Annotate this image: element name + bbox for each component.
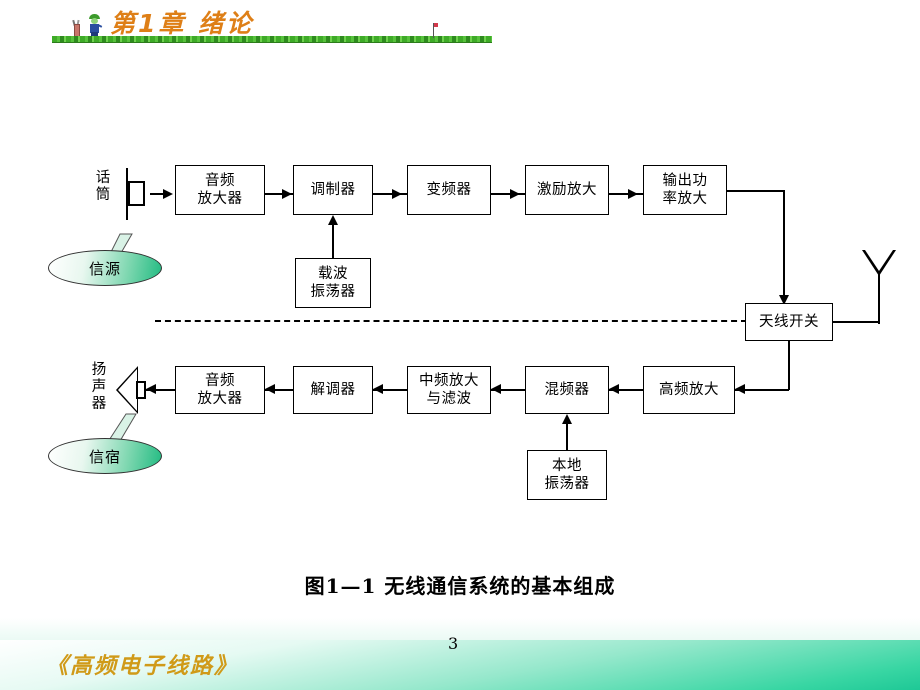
arrowhead-right (163, 189, 173, 199)
callout-signal-source: 信源 (48, 232, 162, 288)
wire-audioamp-to-modulator (265, 193, 295, 195)
slide-header: 第1章 绪论 (0, 0, 920, 55)
antenna-mast (878, 274, 880, 324)
arrowhead-right (628, 189, 638, 199)
arrowhead-right (392, 189, 402, 199)
block-label: 解调器 (310, 382, 356, 398)
flag-pole (433, 23, 434, 38)
wire-localosc-to-mixer (566, 421, 568, 450)
flag-icon (431, 23, 438, 38)
speaker-icon (116, 366, 146, 414)
wire-poweramp-right (727, 190, 785, 192)
arrowhead-left (735, 384, 745, 394)
wire-poweramp-down (783, 190, 785, 298)
block-label: 音频 放大器 (197, 373, 243, 407)
speaker-horn-inner (118, 369, 137, 411)
block-label: 本地 振荡器 (544, 458, 590, 492)
block-label: 激励放大 (537, 182, 597, 198)
callout-source-label: 信源 (88, 259, 121, 278)
block-if-amplifier-filter[interactable]: 中频放大 与滤波 (407, 366, 491, 414)
wire-modulator-to-converter (373, 193, 407, 195)
block-label: 调制器 (310, 182, 356, 198)
callout-sink-label: 信宿 (88, 447, 121, 466)
wire-switch-to-rfamp (735, 389, 789, 391)
wire-mixer-to-ifamp (491, 389, 525, 391)
wire-switch-down (788, 341, 790, 390)
footer-bar (0, 640, 920, 690)
grass-divider (52, 36, 492, 43)
wire-mic-to-audioamp (150, 193, 170, 195)
block-label: 中频放大 与滤波 (419, 373, 479, 407)
tx-rx-divider (155, 320, 747, 322)
wire-ifamp-to-demodulator (373, 389, 407, 391)
block-rf-amplifier[interactable]: 高频放大 (643, 366, 735, 414)
block-label: 混频器 (544, 382, 590, 398)
callout-signal-sink: 信宿 (48, 412, 162, 474)
arrowhead-right (510, 189, 520, 199)
block-local-oscillator[interactable]: 本地 振荡器 (527, 450, 607, 500)
antenna-triangle-inner (865, 250, 893, 271)
wire-rfamp-to-mixer (609, 389, 643, 391)
block-label: 音频 放大器 (197, 173, 243, 207)
wire-driveamp-to-poweramp (609, 193, 643, 195)
page-title: 第1章 绪论 (110, 9, 255, 38)
speaker-plate (136, 381, 146, 399)
block-antenna-switch[interactable]: 天线开关 (745, 303, 833, 341)
arrowhead-left (373, 384, 383, 394)
arrowhead-down (779, 295, 789, 305)
wire-switch-to-antenna (833, 321, 880, 323)
arrowhead-left (265, 384, 275, 394)
page-number: 3 (448, 634, 459, 653)
block-label: 天线开关 (759, 314, 819, 330)
block-audio-amplifier-tx[interactable]: 音频 放大器 (175, 165, 265, 215)
microphone-bar (126, 168, 128, 220)
microphone-icon (126, 168, 150, 220)
golfer-head (91, 18, 98, 24)
arrowhead-left (491, 384, 501, 394)
wire-demodulator-to-audioamp (265, 389, 293, 391)
flag-cloth (434, 23, 438, 27)
book-title: 《高频电子线路》 (46, 653, 239, 679)
block-output-power-amplifier[interactable]: 输出功 率放大 (643, 165, 727, 215)
golfer-hat (89, 14, 100, 19)
wire-converter-to-driveamp (491, 193, 525, 195)
wire-audioamp-to-speaker (146, 389, 175, 391)
block-label: 变频器 (426, 182, 472, 198)
block-mixer[interactable]: 混频器 (525, 366, 609, 414)
speaker-label: 扬 声 器 (91, 362, 107, 412)
arrowhead-left (146, 384, 156, 394)
block-audio-amplifier-rx[interactable]: 音频 放大器 (175, 366, 265, 414)
golfer-torso (90, 24, 99, 33)
microphone-capsule (128, 181, 145, 206)
wire-carrierosc-to-modulator (332, 222, 334, 258)
block-carrier-oscillator[interactable]: 载波 振荡器 (295, 258, 371, 308)
arrowhead-right (282, 189, 292, 199)
golfer-leg (91, 32, 98, 38)
block-modulator[interactable]: 调制器 (293, 165, 373, 215)
microphone-label: 话 筒 (95, 170, 111, 203)
arrowhead-up (328, 215, 338, 225)
block-demodulator[interactable]: 解调器 (293, 366, 373, 414)
block-drive-amplifier[interactable]: 激励放大 (525, 165, 609, 215)
arrowhead-left (609, 384, 619, 394)
block-frequency-converter[interactable]: 变频器 (407, 165, 491, 215)
block-label: 载波 振荡器 (310, 266, 356, 300)
callout-sink-bubble: 信宿 (48, 438, 162, 474)
golfer-icon (88, 14, 103, 38)
block-label: 高频放大 (659, 382, 719, 398)
arrowhead-up (562, 414, 572, 424)
figure-caption: 图1—1 无线通信系统的基本组成 (304, 574, 616, 598)
antenna-icon (862, 250, 898, 326)
callout-source-bubble: 信源 (48, 250, 162, 286)
block-diagram: 话 筒 音频 放大器 调制器 变频器 激励放大 输出功 率放大 (48, 165, 898, 500)
block-label: 输出功 率放大 (662, 173, 708, 207)
